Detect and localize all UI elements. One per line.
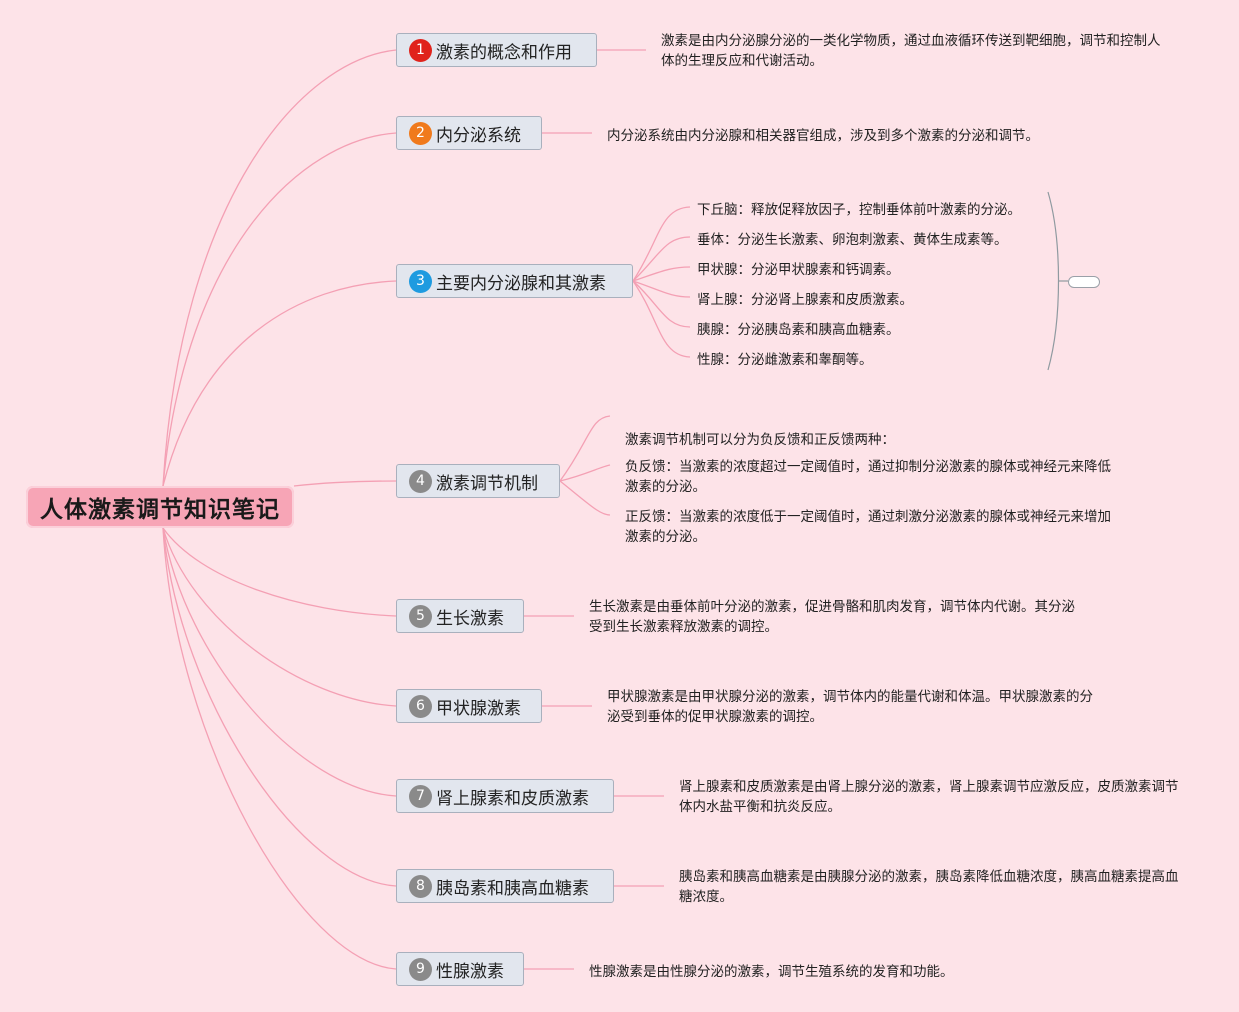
topic-1-note: 激素是由内分泌腺分泌的一类化学物质，通过血液循环传送到靶细胞，调节和控制人体的生…	[661, 33, 1161, 69]
topic-label: 甲状腺激素	[436, 698, 521, 719]
subtopic-pituitary[interactable]: 垂体：分泌生长激素、卵泡刺激素、黄体生成素等。	[697, 232, 1008, 248]
subtopic-thyroid[interactable]: 甲状腺：分泌甲状腺素和钙调素。	[697, 262, 900, 278]
link-root-topic-4	[293, 480, 397, 487]
topic-4[interactable]: 4 激素调节机制	[396, 464, 560, 498]
link-root-topic-6	[162, 527, 397, 707]
topic-label: 激素调节机制	[436, 473, 538, 494]
topic-9-note: 性腺激素是由性腺分泌的激素，调节生殖系统的发育和功能。	[589, 964, 954, 980]
link-topic-3-sub-1	[632, 206, 691, 282]
link-topic-3-sub-6	[632, 280, 691, 358]
number-badge-icon: 3	[409, 269, 432, 293]
link-root-topic-3	[162, 280, 397, 487]
topic-label: 激素的概念和作用	[436, 42, 572, 63]
link-topic-3-sub-2	[632, 236, 691, 282]
root-title: 人体激素调节知识笔记	[40, 497, 280, 523]
number-badge-icon: 1	[409, 38, 432, 62]
link-topic-4-sub-3	[559, 480, 611, 516]
link-topic-3-sub-5	[632, 280, 691, 328]
root-topic[interactable]: 人体激素调节知识笔记	[26, 486, 294, 528]
summary-topic[interactable]	[1068, 276, 1100, 288]
link-root-topic-2	[162, 132, 397, 487]
summary-bracket	[1047, 191, 1060, 371]
number-badge-icon: 4	[409, 469, 432, 493]
subtopic-gonads[interactable]: 性腺：分泌雌激素和睾酮等。	[697, 352, 873, 368]
link-root-topic-5	[162, 527, 397, 617]
link-root-topic-1	[162, 49, 397, 487]
topic-label: 胰岛素和胰高血糖素	[436, 878, 589, 899]
topic-label: 主要内分泌腺和其激素	[436, 273, 606, 294]
link-topic-4-sub-2	[559, 464, 611, 482]
topic-6-note: 甲状腺激素是由甲状腺分泌的激素，调节体内的能量代谢和体温。甲状腺激素的分泌受到垂…	[607, 689, 1093, 725]
topic-8-note: 胰岛素和胰高血糖素是由胰腺分泌的激素，胰岛素降低血糖浓度，胰高血糖素提高血糖浓度…	[679, 869, 1179, 905]
topic-7[interactable]: 7 肾上腺素和皮质激素	[396, 779, 614, 813]
link-root-topic-9	[162, 527, 397, 970]
number-badge-icon: 5	[409, 604, 432, 628]
topic-label: 生长激素	[436, 608, 504, 629]
topic-5[interactable]: 5 生长激素	[396, 599, 524, 633]
link-topic-3-sub-3	[632, 266, 691, 282]
subtopic-mechanism-intro[interactable]: 激素调节机制可以分为负反馈和正反馈两种：	[625, 432, 895, 448]
subtopic-pancreas[interactable]: 胰腺：分泌胰岛素和胰高血糖素。	[697, 322, 900, 338]
number-badge-icon: 6	[409, 694, 432, 718]
topic-8[interactable]: 8 胰岛素和胰高血糖素	[396, 869, 614, 903]
topic-1[interactable]: 1 激素的概念和作用	[396, 33, 597, 67]
number-badge-icon: 9	[409, 957, 432, 981]
subtopic-hypothalamus[interactable]: 下丘脑：释放促释放因子，控制垂体前叶激素的分泌。	[697, 202, 1021, 218]
link-topic-4-sub-1	[559, 415, 611, 482]
number-badge-icon: 7	[409, 784, 432, 808]
link-root-topic-8	[162, 527, 397, 887]
number-badge-icon: 8	[409, 874, 432, 898]
topic-5-note: 生长激素是由垂体前叶分泌的激素，促进骨骼和肌肉发育，调节体内代谢。其分泌受到生长…	[589, 599, 1075, 635]
topic-label: 性腺激素	[436, 961, 504, 982]
topic-label: 肾上腺素和皮质激素	[436, 788, 589, 809]
subtopic-adrenal[interactable]: 肾上腺：分泌肾上腺素和皮质激素。	[697, 292, 913, 308]
topic-2-note: 内分泌系统由内分泌腺和相关器官组成，涉及到多个激素的分泌和调节。	[607, 128, 1039, 144]
number-badge-icon: 2	[409, 121, 432, 145]
link-topic-3-sub-4	[632, 280, 691, 298]
topic-7-note: 肾上腺素和皮质激素是由肾上腺分泌的激素，肾上腺素调节应激反应，皮质激素调节体内水…	[679, 779, 1179, 815]
topic-3[interactable]: 3 主要内分泌腺和其激素	[396, 264, 633, 298]
subtopic-negative-feedback[interactable]: 负反馈：当激素的浓度超过一定阈值时，通过抑制分泌激素的腺体或神经元来降低激素的分…	[625, 459, 1111, 495]
link-root-topic-7	[162, 527, 397, 797]
topic-9[interactable]: 9 性腺激素	[396, 952, 524, 986]
topic-label: 内分泌系统	[436, 125, 521, 146]
topic-2[interactable]: 2 内分泌系统	[396, 116, 542, 150]
subtopic-positive-feedback[interactable]: 正反馈：当激素的浓度低于一定阈值时，通过刺激分泌激素的腺体或神经元来增加激素的分…	[625, 509, 1111, 545]
topic-6[interactable]: 6 甲状腺激素	[396, 689, 542, 723]
